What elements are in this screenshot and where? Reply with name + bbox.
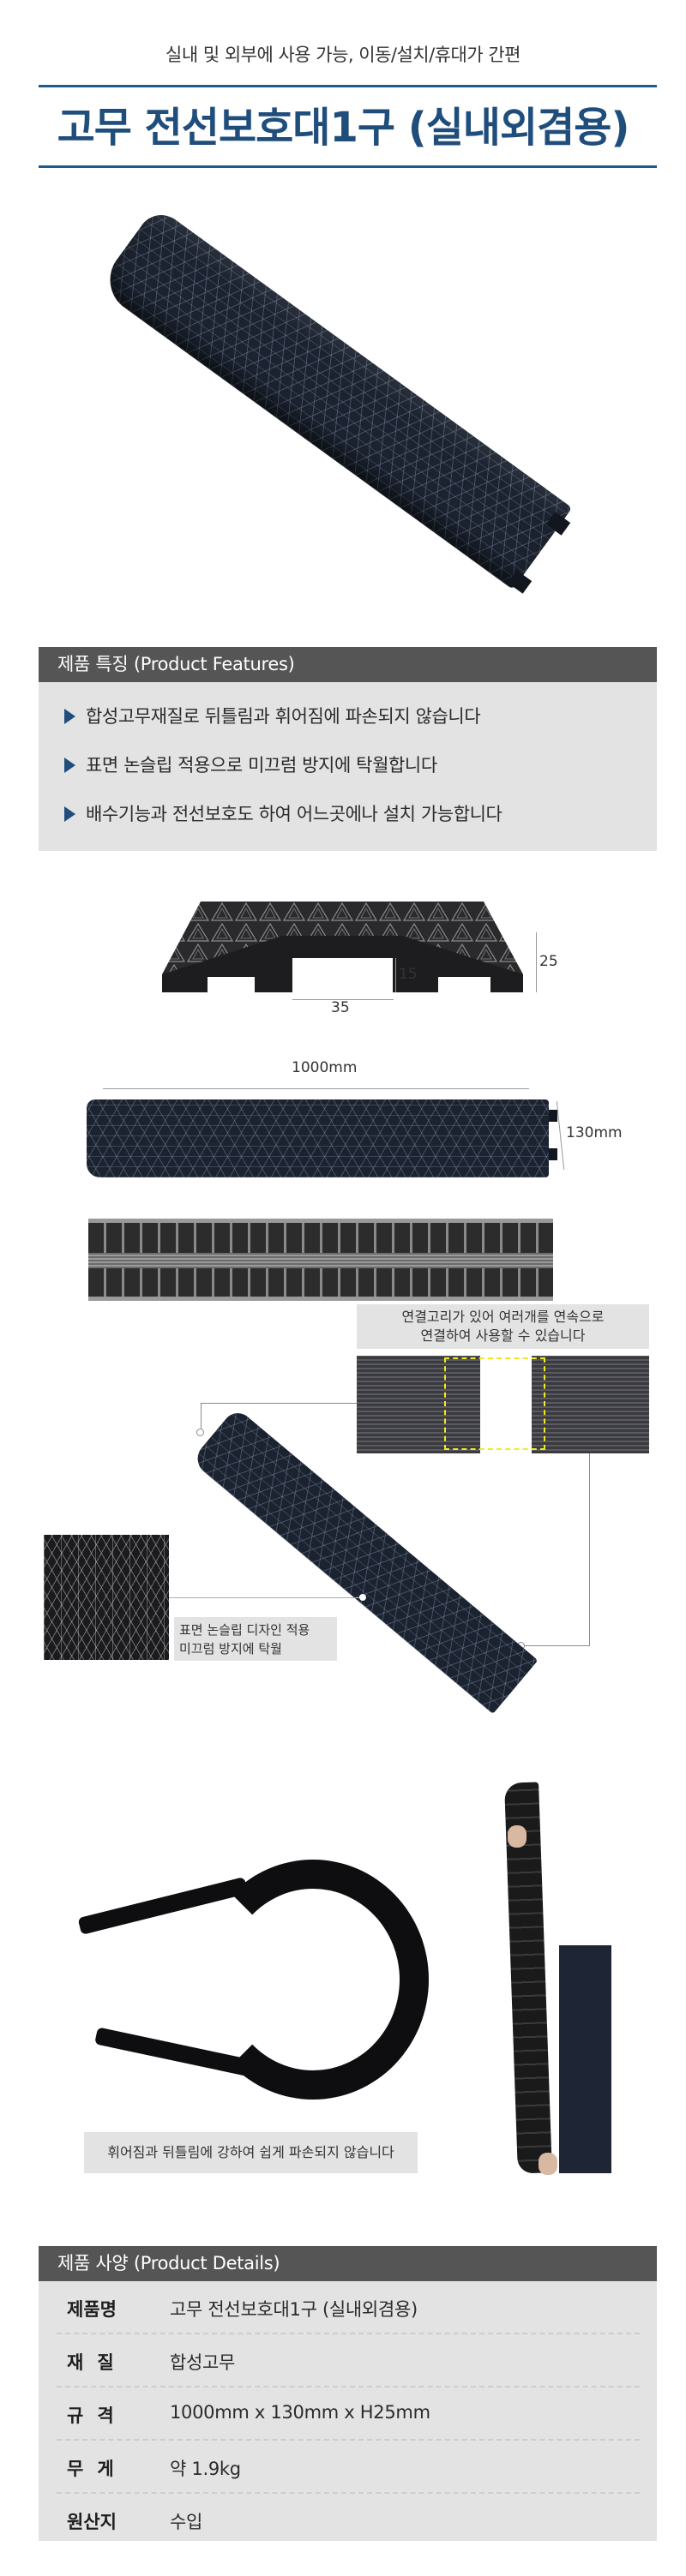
connection-caption-line2: 연결하여 사용할 수 있습니다 (420, 1327, 586, 1344)
title-rule-bottom (39, 165, 657, 168)
callout-line (523, 1645, 590, 1646)
bottom-view-edge (88, 1297, 553, 1301)
features-panel (39, 682, 657, 851)
dim-label-channel-height: 15 (399, 966, 418, 983)
person-jacket (559, 1945, 611, 2173)
row-divider (57, 2492, 640, 2494)
dimension-arrow-width (556, 1101, 565, 1170)
surface-texture-closeup (44, 1535, 169, 1660)
spec-value: 약 1.9kg (170, 2459, 241, 2479)
spec-value: 고무 전선보호대1구 (실내외겸용) (170, 2299, 418, 2320)
flexibility-caption: 휘어짐과 뒤틀림에 강하여 쉽게 파손되지 않습니다 (84, 2132, 418, 2173)
callout-line (201, 1403, 357, 1404)
person-bending-product-image (504, 1782, 611, 2175)
dimension-arrow-length (103, 1088, 529, 1089)
bottom-view-edge (88, 1219, 553, 1223)
connector-closeup-image (357, 1356, 649, 1453)
connector-tab (549, 1110, 557, 1122)
spec-key: 규격 (67, 2405, 128, 2426)
spec-value: 합성고무 (170, 2352, 236, 2373)
triangle-right-icon (64, 758, 75, 773)
connection-caption: 연결고리가 있어 여러개를 연속으로 연결하여 사용할 수 있습니다 (357, 1304, 649, 1349)
connector-piece-right (532, 1356, 649, 1453)
callout-line (589, 1453, 590, 1645)
spec-row-size: 규격 1000mm x 130mm x H25mm (57, 2387, 640, 2441)
triangle-right-icon (64, 709, 75, 724)
connector-tab (549, 1148, 557, 1160)
title-rule-top (39, 85, 657, 87)
callout-point (196, 1429, 204, 1436)
surface-caption: 표면 논슬립 디자인 적용 미끄럼 방지에 탁월 (174, 1617, 337, 1661)
callout-line (201, 1403, 202, 1429)
cable-protector-bar (96, 205, 573, 590)
cross-section-image (162, 902, 523, 992)
row-divider (57, 2333, 640, 2334)
dimension-line-channel-height (395, 958, 396, 992)
dimension-line-total-height (536, 932, 537, 992)
surface-caption-line2: 미끄럼 방지에 탁월 (179, 1641, 282, 1656)
connection-highlight (444, 1357, 545, 1450)
feature-text: 배수기능과 전선보호도 하여 어느곳에나 설치 가능합니다 (86, 804, 502, 824)
feature-text: 합성고무재질로 뒤틀림과 휘어짐에 파손되지 않습니다 (86, 706, 481, 727)
row-divider (57, 2386, 640, 2387)
hand-top (508, 1825, 527, 1848)
spec-value: 수입 (170, 2512, 203, 2532)
callout-point (359, 1594, 366, 1601)
features-heading: 제품 특징 (Product Features) (39, 647, 657, 682)
connector-piece-left (357, 1356, 480, 1453)
dim-label-length: 1000mm (292, 1059, 358, 1076)
dim-label-channel-width: 35 (331, 999, 350, 1016)
bent-product-image (77, 1842, 437, 2100)
spec-value: 1000mm x 130mm x H25mm (170, 2402, 430, 2423)
details-panel (39, 2281, 657, 2541)
page-subtitle: 실내 및 외부에 사용 가능, 이동/설치/휴대가 간편 (165, 45, 521, 65)
surface-caption-line1: 표면 논슬립 디자인 적용 (179, 1622, 310, 1638)
feature-item: 합성고무재질로 뒤틀림과 휘어짐에 파손되지 않습니다 (64, 704, 481, 728)
feature-item: 배수기능과 전선보호도 하여 어느곳에나 설치 가능합니다 (64, 802, 502, 826)
callout-line (169, 1597, 362, 1598)
feature-item: 표면 논슬립 적용으로 미끄럼 방지에 탁월합니다 (64, 753, 437, 777)
bottom-view-channel (88, 1253, 553, 1268)
spec-key: 원산지 (67, 2512, 117, 2532)
feature-text: 표면 논슬립 적용으로 미끄럼 방지에 탁월합니다 (86, 755, 437, 776)
hand-bottom (539, 2153, 557, 2175)
spec-row-origin: 원산지 수입 (57, 2494, 640, 2547)
triangle-right-icon (64, 806, 75, 822)
dim-label-width: 130mm (566, 1124, 623, 1141)
spec-row-material: 재질 합성고무 (57, 2334, 640, 2387)
connection-caption-line1: 연결고리가 있어 여러개를 연속으로 (401, 1309, 605, 1325)
spec-key: 무게 (67, 2459, 128, 2479)
spec-key: 재질 (67, 2352, 128, 2373)
details-heading: 제품 사양 (Product Details) (39, 2246, 657, 2281)
row-divider (57, 2439, 640, 2441)
top-view-image (87, 1099, 549, 1177)
page-title: 고무 전선보호대1구 (실내외겸용) (57, 104, 630, 152)
dim-label-total-height: 25 (539, 953, 558, 970)
spec-row-name: 제품명 고무 전선보호대1구 (실내외겸용) (57, 2281, 640, 2334)
bottom-view-image (88, 1219, 553, 1301)
dimension-line-channel-width (292, 999, 394, 1000)
spec-key: 제품명 (67, 2299, 117, 2320)
spec-row-weight: 무게 약 1.9kg (57, 2441, 640, 2494)
hero-product-image (0, 197, 686, 608)
